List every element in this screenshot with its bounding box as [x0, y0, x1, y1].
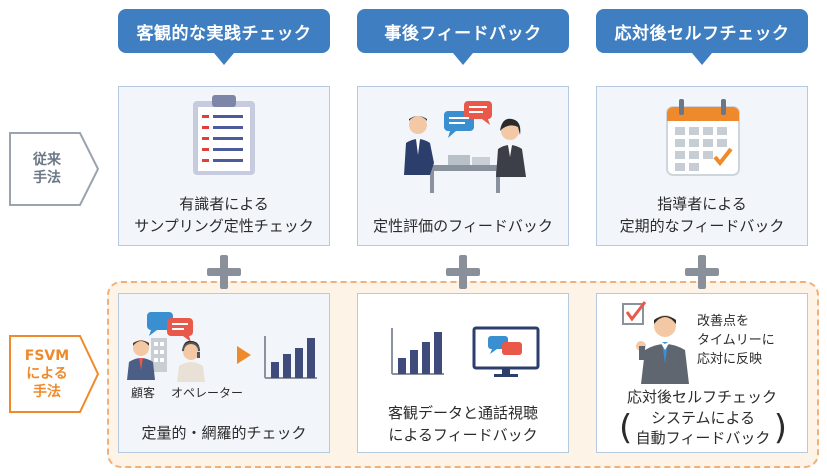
- header-label: 応対後セルフチェック: [614, 23, 790, 44]
- calendar-icon: [666, 99, 740, 176]
- right-paren: ): [773, 408, 787, 448]
- fsvm-label-line: FSVM: [24, 348, 70, 364]
- self-check-person-icon: [622, 301, 689, 384]
- improvement-note: 改善点を タイムリーに 応対に反映: [697, 312, 775, 369]
- conventional-label-line: 手法: [33, 170, 61, 186]
- text-line: 応対後セルフチェック: [626, 388, 777, 406]
- conventional-box-text: 指導者による 定期的なフィードバック: [597, 193, 807, 237]
- conventional-box-1: 有識者による サンプリング定性チェック: [118, 86, 330, 246]
- text-line: 客観データと通話視聴: [387, 404, 538, 422]
- fsvm-label-chevron: [9, 335, 100, 413]
- conventional-label-chevron: [9, 132, 100, 206]
- header-objective-check: 客観的な実践チェック: [118, 9, 330, 65]
- fsvm-box-1: 顧客 オペレーター 定量的・網羅的チェック: [118, 293, 330, 453]
- customer-operator-icon: [127, 312, 317, 382]
- customer-label: 顧客: [131, 386, 156, 400]
- plus-icon: [685, 255, 719, 289]
- conventional-box-text: 定性評価のフィードバック: [358, 215, 568, 237]
- plus-icon: [207, 255, 241, 289]
- plus-icon: [446, 255, 480, 289]
- fsvm-box-text: 応対後セルフチェック: [597, 386, 807, 408]
- text-line: サンプリング定性チェック: [134, 217, 314, 235]
- text-line: 指導者による: [657, 195, 747, 213]
- header-label: 客観的な実践チェック: [136, 23, 312, 44]
- conventional-box-text: 有識者による サンプリング定性チェック: [119, 193, 329, 237]
- header-label: 事後フィードバック: [384, 23, 542, 44]
- fsvm-label-line: による: [26, 366, 68, 382]
- left-paren: (: [619, 408, 633, 448]
- chart-and-monitor-icon: [391, 326, 540, 377]
- conventional-label-line: 従来: [33, 152, 61, 168]
- meeting-people-icon: [404, 101, 526, 193]
- text-line: 定量的・網羅的チェック: [141, 424, 307, 442]
- header-post-feedback: 事後フィードバック: [357, 9, 569, 65]
- fsvm-box-text: 客観データと通話視聴 によるフィードバック: [358, 402, 568, 446]
- header-self-check: 応対後セルフチェック: [596, 9, 808, 65]
- conventional-box-2: 定性評価のフィードバック: [357, 86, 569, 246]
- system-paren-group: ( ) システムによる 自動フィードバック: [617, 408, 789, 452]
- clipboard-checklist-icon: [193, 95, 255, 175]
- text-line: 定性評価のフィードバック: [373, 217, 553, 235]
- fsvm-label: FSVM による 手法: [8, 334, 86, 414]
- note-line: 改善点を: [697, 314, 750, 329]
- fsvm-box-text: 定量的・網羅的チェック: [119, 422, 329, 444]
- conventional-label: 従来 手法: [8, 131, 86, 207]
- note-line: 応対に反映: [697, 352, 763, 367]
- text-line: によるフィードバック: [388, 426, 538, 444]
- fsvm-box-3: 改善点を タイムリーに 応対に反映 応対後セルフチェック ( ) システムによる…: [596, 293, 808, 453]
- fsvm-label-line: 手法: [33, 384, 61, 400]
- text-line: 自動フィードバック: [635, 429, 771, 447]
- text-line: 定期的なフィードバック: [619, 217, 785, 235]
- text-line: システムによる: [650, 409, 756, 427]
- operator-label: オペレーター: [171, 386, 244, 400]
- conventional-box-3: 指導者による 定期的なフィードバック: [596, 86, 808, 246]
- note-line: タイムリーに: [697, 333, 775, 348]
- fsvm-box-2: 客観データと通話視聴 によるフィードバック: [357, 293, 569, 453]
- text-line: 有識者による: [179, 195, 269, 213]
